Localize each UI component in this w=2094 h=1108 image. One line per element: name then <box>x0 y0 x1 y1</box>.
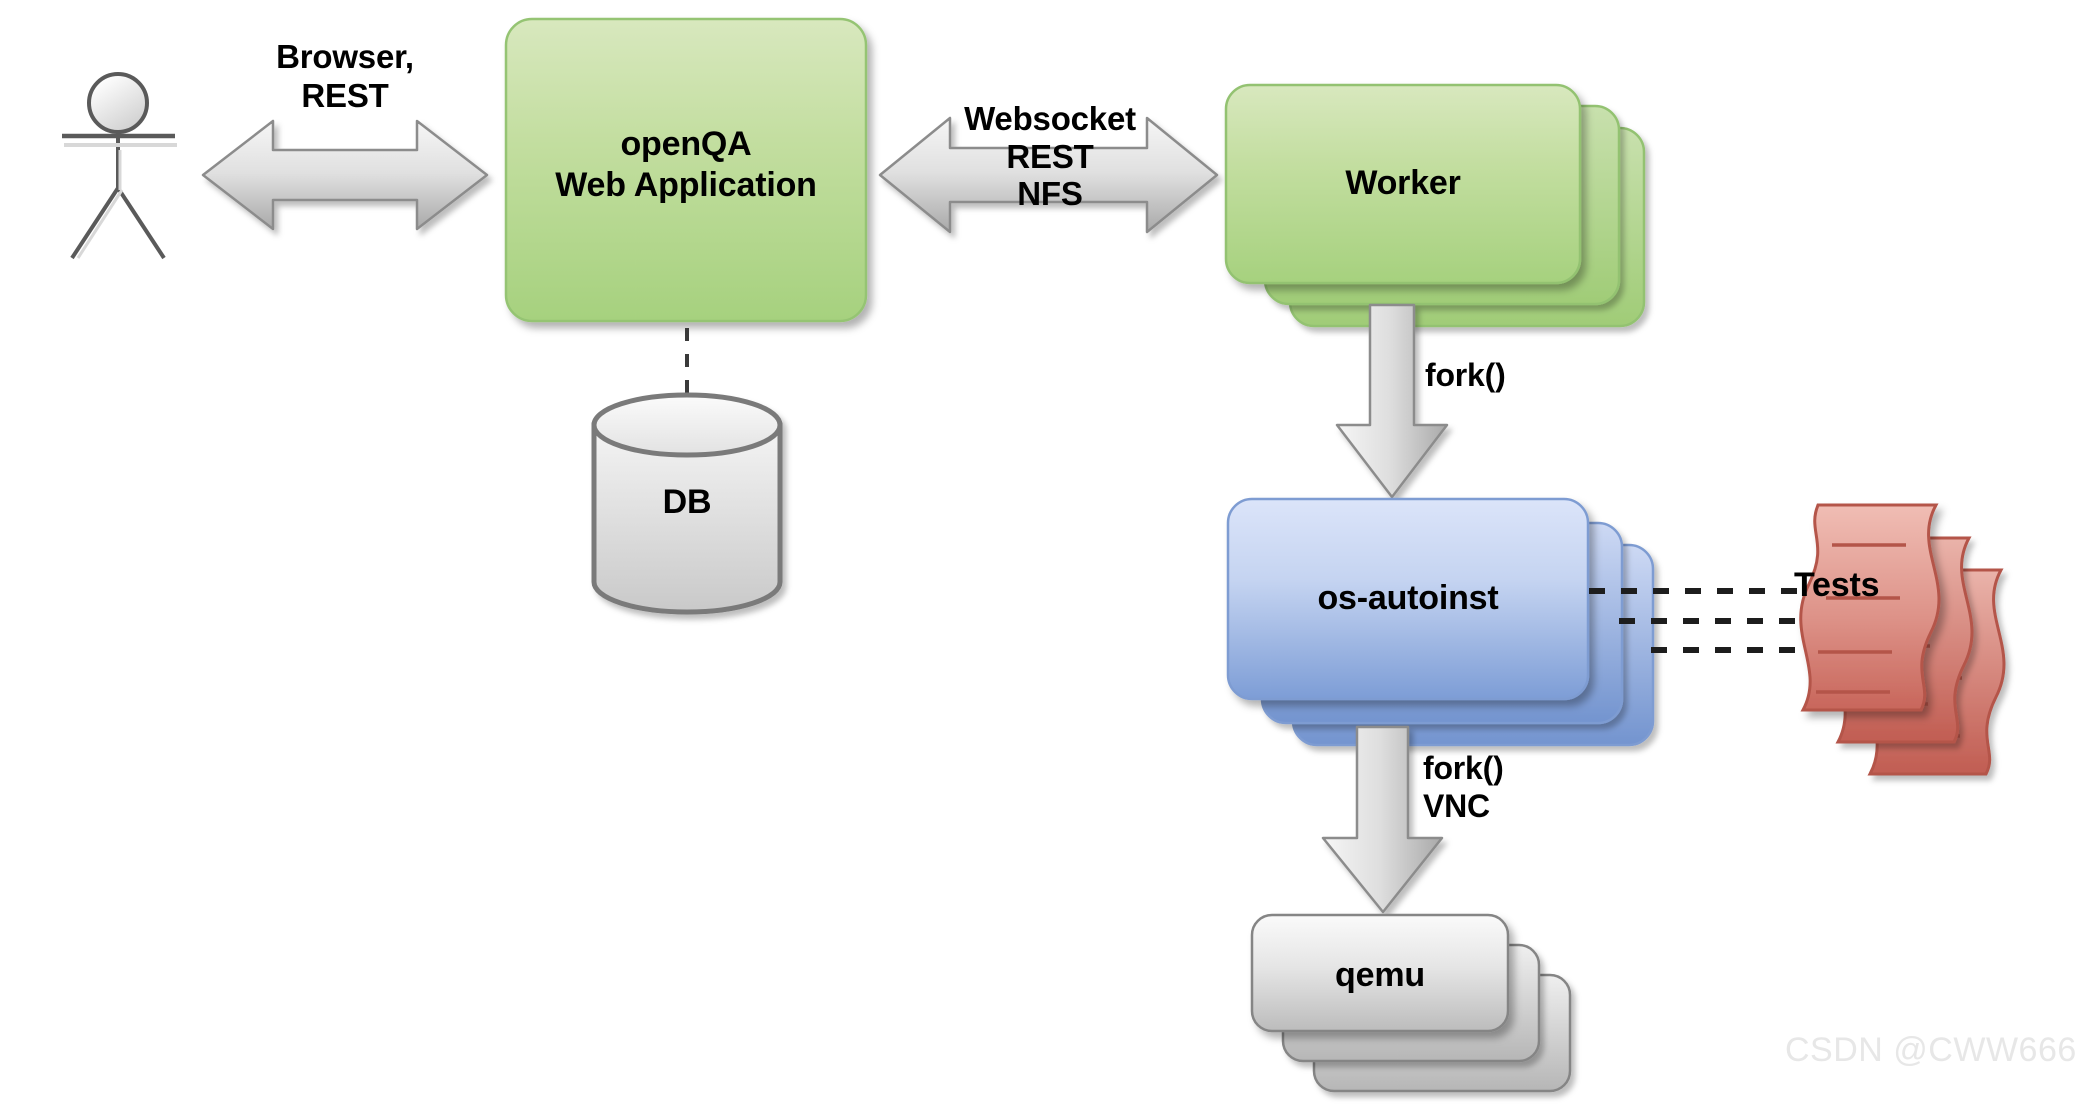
watermark-text: CSDN @CWW666 <box>1785 1031 2077 1069</box>
edge-label-fork-vnc-line1: fork() <box>1423 750 1504 786</box>
edge-label-fork-vnc-line2: VNC <box>1423 787 1490 824</box>
edge-label-fork-worker: fork() <box>1425 357 1506 395</box>
edge-label-browser-rest-line2: REST <box>301 76 389 114</box>
edge-label-rest: REST <box>1006 137 1094 175</box>
node-tests-shape-stack <box>1799 503 2006 776</box>
node-qemu-shape-stack <box>1250 913 1572 1093</box>
actor-user-icon <box>62 72 177 260</box>
node-webapp-shape <box>504 17 868 323</box>
node-worker-shape-stack <box>1224 83 1646 328</box>
edge-label-fork-worker-text: fork() <box>1425 357 1506 393</box>
edge-label-browser-rest: Browser,REST <box>200 38 490 116</box>
edge-label-websocket: Websocket <box>964 100 1136 137</box>
edge-label-fork-vnc: fork()VNC <box>1423 750 1504 826</box>
node-osautoinst-shape-stack <box>1226 497 1655 747</box>
watermark: CSDN @CWW666 <box>1785 1031 2077 1070</box>
node-db-shape <box>591 392 783 615</box>
edge-worker-osautoinst-arrow <box>1335 303 1449 499</box>
edge-label-browser-rest-line1: Browser, <box>276 38 414 75</box>
edge-user-webapp-arrow <box>201 119 489 231</box>
edge-webapp-worker-arrow <box>878 116 1219 234</box>
edge-label-nfs: NFS <box>1017 175 1083 213</box>
edge-osautoinst-qemu-arrow <box>1321 725 1444 914</box>
